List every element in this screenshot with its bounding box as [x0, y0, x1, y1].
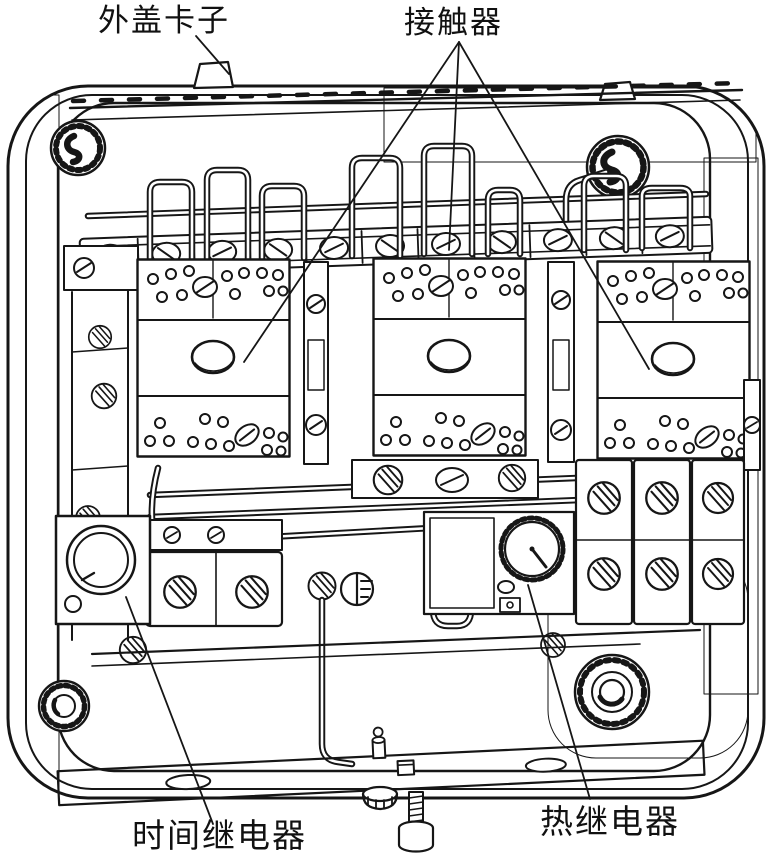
- label-time-relay: 时间继电器: [132, 818, 307, 855]
- leader-time-relay: [125, 596, 214, 825]
- cable-grommet-bottom-left: [37, 679, 91, 733]
- time-relay: [54, 514, 152, 626]
- contactor-latches: [303, 261, 761, 471]
- relay-terminal-block: [144, 519, 284, 628]
- leader-lines: [125, 35, 650, 825]
- panel-bottom-edge: [90, 628, 702, 667]
- thermal-relay-terminal-blocks: [574, 458, 746, 626]
- cable-grommet-top-left: [49, 119, 107, 177]
- contactor-right: [596, 260, 751, 460]
- rail-washer: [361, 785, 399, 811]
- thermal-relay: [422, 510, 576, 616]
- ground-symbol-icon: [339, 571, 375, 607]
- label-contactors: 接触器: [404, 5, 503, 40]
- contactor-middle: [372, 257, 527, 457]
- leader-contactor-left: [243, 41, 460, 363]
- left-mounting-channel: [63, 245, 139, 641]
- label-thermal-relay: 热继电器: [540, 804, 680, 841]
- top-rim: [68, 80, 744, 121]
- cable-grommet-bottom-right: [573, 653, 651, 731]
- mounting-bolt: [397, 791, 435, 853]
- middle-terminal-row: [351, 459, 539, 499]
- leader-contactor-right: [458, 41, 650, 370]
- dial-pointer: [530, 547, 548, 569]
- contactor-left: [136, 258, 291, 458]
- label-cover-clip: 外盖卡子: [98, 3, 230, 38]
- leader-cover-clip: [195, 35, 230, 75]
- leader-contactor-middle: [448, 41, 460, 251]
- wire-loom-loops: [146, 142, 694, 266]
- cover-clip-tab: [192, 60, 235, 90]
- cable-grommet-top-right: [585, 134, 651, 200]
- leader-thermal-relay: [527, 584, 591, 800]
- ground-terminal: [307, 571, 375, 768]
- rail-stud: [371, 726, 416, 777]
